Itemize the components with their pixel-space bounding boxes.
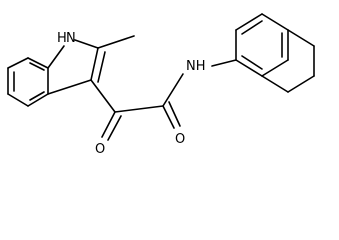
bond [162,73,184,107]
bond [90,79,116,113]
indole-nh-h-label: H [57,31,67,46]
bond [27,57,49,69]
double-bond-inner [241,20,263,35]
bond [261,13,289,31]
bond [90,47,99,81]
bond [261,59,289,77]
amide-nh-label: NH [186,59,206,74]
bond [114,105,164,113]
indole-n-label: N [66,31,76,46]
bond [211,59,237,67]
structure-diagram: H N NH O O [7,13,315,157]
indole-benzene-ring [7,57,49,107]
methyl-bond [97,35,135,49]
double-bond-inner [29,91,45,101]
bond [7,57,29,69]
ketone-double-bond [107,115,122,141]
bond [47,79,92,95]
ketone-double-bond [101,111,116,138]
amide-double-bond [162,105,175,129]
bond [235,59,263,77]
tetralin-aromatic-ring [235,13,289,77]
bond [261,75,289,93]
double-bond-inner [29,62,45,71]
bond [287,75,315,93]
bond [74,39,99,49]
double-bond-inner [241,55,263,70]
tetralin-saturated-ring [261,29,315,93]
amide-o-label: O [175,132,185,147]
double-bond-inner [97,51,106,83]
bond [7,93,29,107]
amide-chain [90,59,237,141]
ketone-o-label: O [95,142,105,157]
amide-double-bond [168,101,181,127]
bond [47,45,65,69]
bond [235,13,263,31]
indole-pyrrole-ring [47,35,135,95]
bond [27,93,49,107]
bond [287,29,315,47]
